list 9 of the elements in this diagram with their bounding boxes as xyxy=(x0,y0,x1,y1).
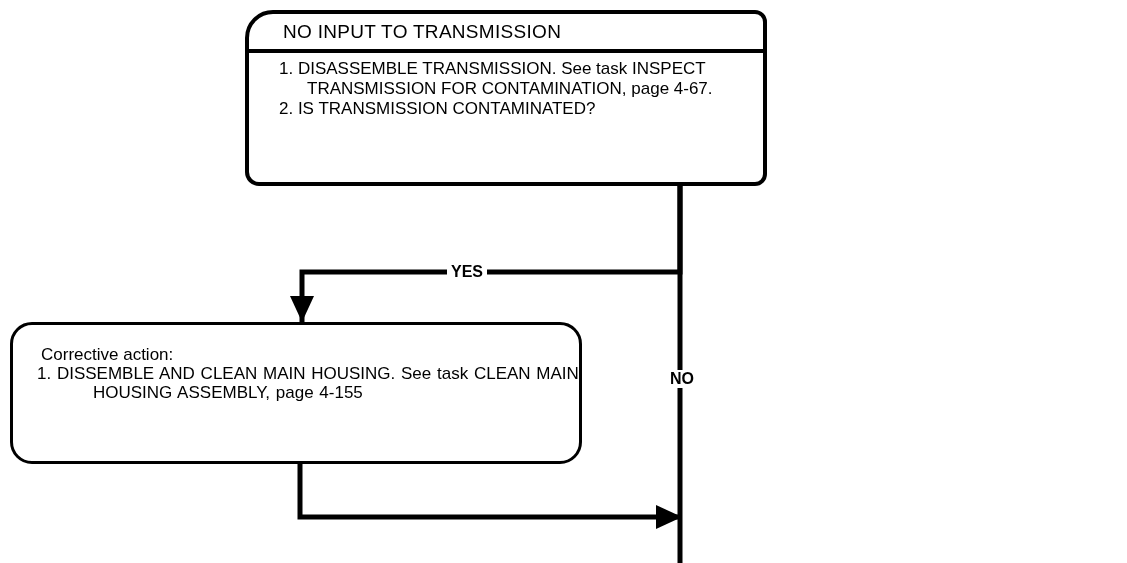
step-text: 1. DISSEMBLE AND CLEAN MAIN HOUSING. See task CLEAN MAIN HOUSING ASSEMBLY, page 4-155 xyxy=(36,364,579,402)
box-heading: NO INPUT TO TRANSMISSION xyxy=(249,14,763,53)
flow-arrow xyxy=(297,464,682,529)
step-text: 1. DISASSEMBLE TRANSMISSION. See task INSPECT TRANSMISSION FOR CONTAMINATION, page 4-67. xyxy=(278,59,714,99)
flow-line xyxy=(677,186,683,563)
step-text: 2. IS TRANSMISSION CONTAMINATED? xyxy=(278,99,597,119)
box-heading: Corrective action: xyxy=(40,344,175,364)
process-box xyxy=(245,10,767,186)
corrective-action-box xyxy=(10,322,582,464)
